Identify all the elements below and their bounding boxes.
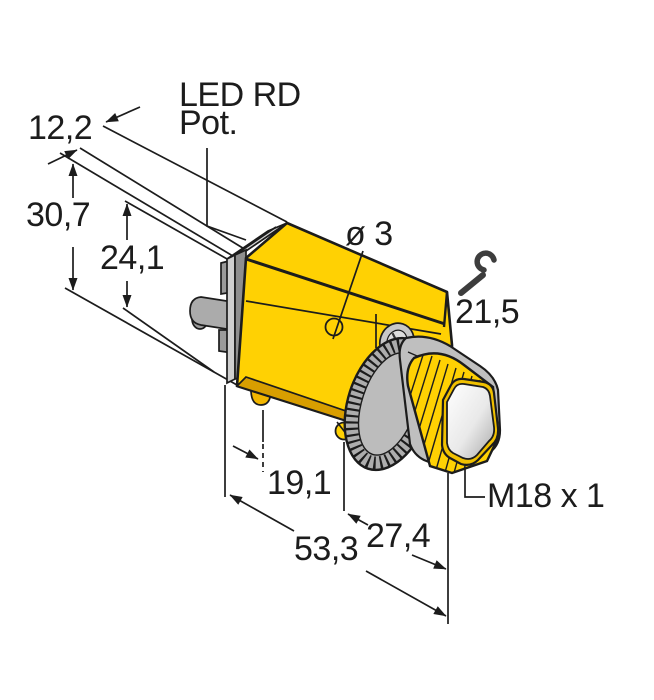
- dim-front-length-label: 27,4: [366, 517, 431, 555]
- dim-top-width-label: 12,2: [28, 109, 93, 147]
- end-cap: [226, 222, 288, 385]
- dim-total-length-label: 53,3: [294, 530, 359, 568]
- dim-total-height-label: 30,7: [26, 196, 91, 234]
- thread-spec-label: M18 x 1: [487, 477, 605, 515]
- leader-lines: [206, 148, 485, 498]
- wrench-icon: [458, 250, 497, 296]
- lens: [440, 377, 500, 466]
- pot-label: Pot.: [179, 104, 238, 142]
- dim-body-height-label: 24,1: [100, 239, 165, 277]
- dimension-lines: [47, 106, 449, 624]
- wrench-size-label: 21,5: [455, 293, 520, 331]
- hole-diameter-label: ø 3: [345, 215, 393, 253]
- led-label: LED RD: [179, 76, 301, 114]
- dim-hole-offset-label: 19,1: [267, 464, 332, 502]
